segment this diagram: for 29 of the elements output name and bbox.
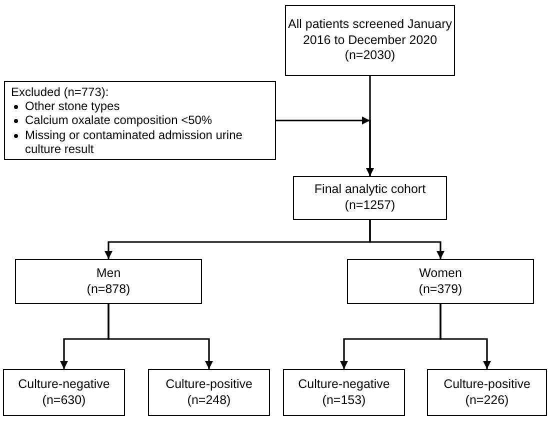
process-box	[427, 369, 547, 416]
process-box	[4, 81, 276, 160]
box-text: Excluded (n=773):	[11, 85, 109, 100]
process-box	[148, 369, 270, 416]
process-box	[285, 5, 455, 76]
process-box	[283, 369, 405, 416]
box-text: All patients screened January 2016 to December 2020	[287, 17, 453, 48]
count-text: (n=878)	[86, 282, 130, 298]
count-text: (n=153)	[322, 392, 366, 408]
count-text: (n=379)	[418, 282, 462, 298]
box-text: Culture-positive	[444, 376, 530, 392]
bullet-text: Other stone types	[25, 99, 120, 114]
process-box	[15, 259, 202, 304]
box-text: Culture-positive	[166, 376, 252, 392]
box-text: Final analytic cohort	[314, 182, 426, 198]
count-text: (n=248)	[187, 392, 231, 408]
count-text: (n=1257)	[344, 198, 396, 214]
count-text: (n=2030)	[344, 48, 396, 64]
process-box	[293, 176, 447, 220]
box-text: Men	[96, 266, 121, 282]
count-text: (n=630)	[42, 392, 86, 408]
process-box	[3, 369, 125, 416]
box-text: Women	[419, 266, 462, 282]
box-text: Culture-negative	[18, 376, 110, 392]
process-box	[347, 259, 534, 304]
bullet-text: Calcium oxalate composition <50%	[25, 113, 212, 128]
box-text: Culture-negative	[298, 376, 390, 392]
bullet-text: Missing or contaminated admission urine culture result	[25, 128, 242, 156]
count-text: (n=226)	[465, 392, 509, 408]
